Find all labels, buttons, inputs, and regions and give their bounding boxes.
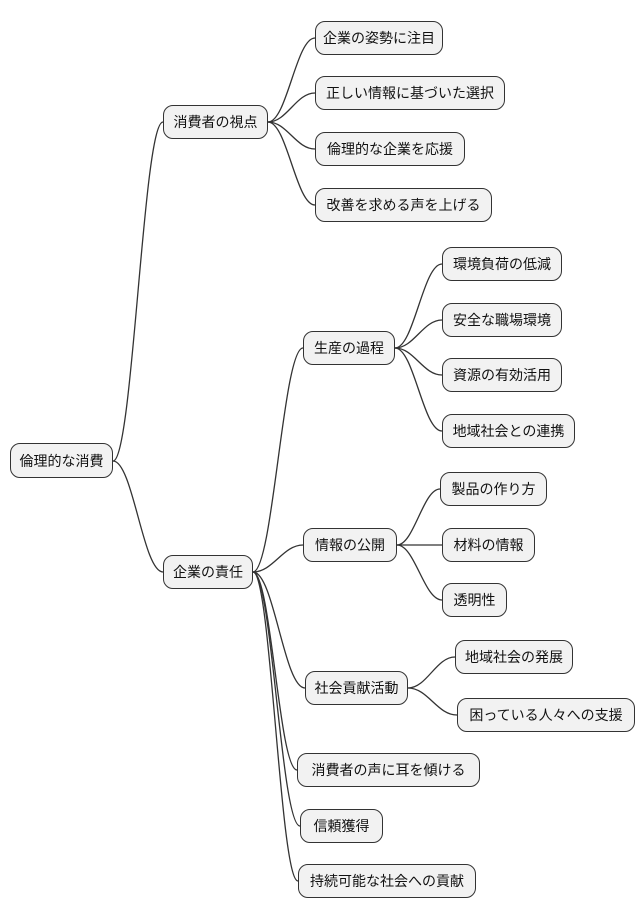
- edge-corporate-trust: [252, 571, 301, 827]
- node-contribute-sustainable-society[interactable]: 持続可能な社会への貢献: [298, 864, 476, 898]
- edge-production-community: [394, 347, 443, 432]
- edge-consumer-raise-voice: [267, 121, 316, 206]
- node-cooperation-with-community[interactable]: 地域社会との連携: [442, 414, 575, 448]
- node-ethical-consumption-root[interactable]: 倫理的な消費: [10, 443, 113, 478]
- edge-corporate-listen: [252, 571, 298, 771]
- node-consumer-perspective[interactable]: 消費者の視点: [163, 105, 268, 139]
- edge-contribution-community-dev: [407, 656, 456, 689]
- edge-corporate-sustainable: [252, 571, 299, 882]
- node-listen-to-consumers[interactable]: 消費者の声に耳を傾ける: [297, 753, 480, 787]
- edge-corporate-production: [252, 347, 304, 573]
- edge-root-consumer: [112, 121, 164, 462]
- edge-contribution-support-people: [407, 687, 458, 716]
- node-safe-workplace[interactable]: 安全な職場環境: [442, 303, 562, 337]
- node-effective-resource-use[interactable]: 資源の有効活用: [442, 358, 562, 392]
- edge-corporate-disclosure: [252, 544, 304, 573]
- edge-consumer-stance: [267, 37, 316, 123]
- edge-disclosure-how-made: [396, 488, 441, 546]
- edge-consumer-support-ethical: [267, 121, 316, 150]
- edge-consumer-informed-choice: [267, 92, 316, 123]
- edge-production-resources: [394, 347, 443, 376]
- node-attention-to-corporate-stance[interactable]: 企業の姿勢に注目: [315, 21, 443, 55]
- node-gain-trust[interactable]: 信頼獲得: [300, 809, 383, 843]
- node-information-disclosure[interactable]: 情報の公開: [303, 528, 397, 562]
- node-support-people-in-need[interactable]: 困っている人々への支援: [457, 698, 635, 732]
- edge-root-corporate: [112, 460, 164, 573]
- node-transparency[interactable]: 透明性: [442, 583, 507, 617]
- node-community-development[interactable]: 地域社会の発展: [455, 640, 573, 674]
- edge-disclosure-transparency: [396, 544, 443, 601]
- node-raise-voice-for-improvement[interactable]: 改善を求める声を上げる: [315, 188, 492, 222]
- edge-production-safety: [394, 319, 443, 349]
- node-social-contribution[interactable]: 社会貢献活動: [305, 671, 408, 705]
- node-choice-based-on-correct-info[interactable]: 正しい情報に基づいた選択: [315, 76, 505, 110]
- node-production-process[interactable]: 生産の過程: [303, 331, 395, 365]
- edge-corporate-contribution: [252, 571, 306, 689]
- node-how-products-are-made[interactable]: 製品の作り方: [440, 472, 547, 506]
- node-reduce-environmental-load[interactable]: 環境負荷の低減: [442, 247, 562, 281]
- node-material-information[interactable]: 材料の情報: [442, 528, 535, 562]
- node-corporate-responsibility[interactable]: 企業の責任: [163, 555, 253, 589]
- edge-production-environment: [394, 263, 443, 349]
- node-support-ethical-companies[interactable]: 倫理的な企業を応援: [315, 132, 465, 166]
